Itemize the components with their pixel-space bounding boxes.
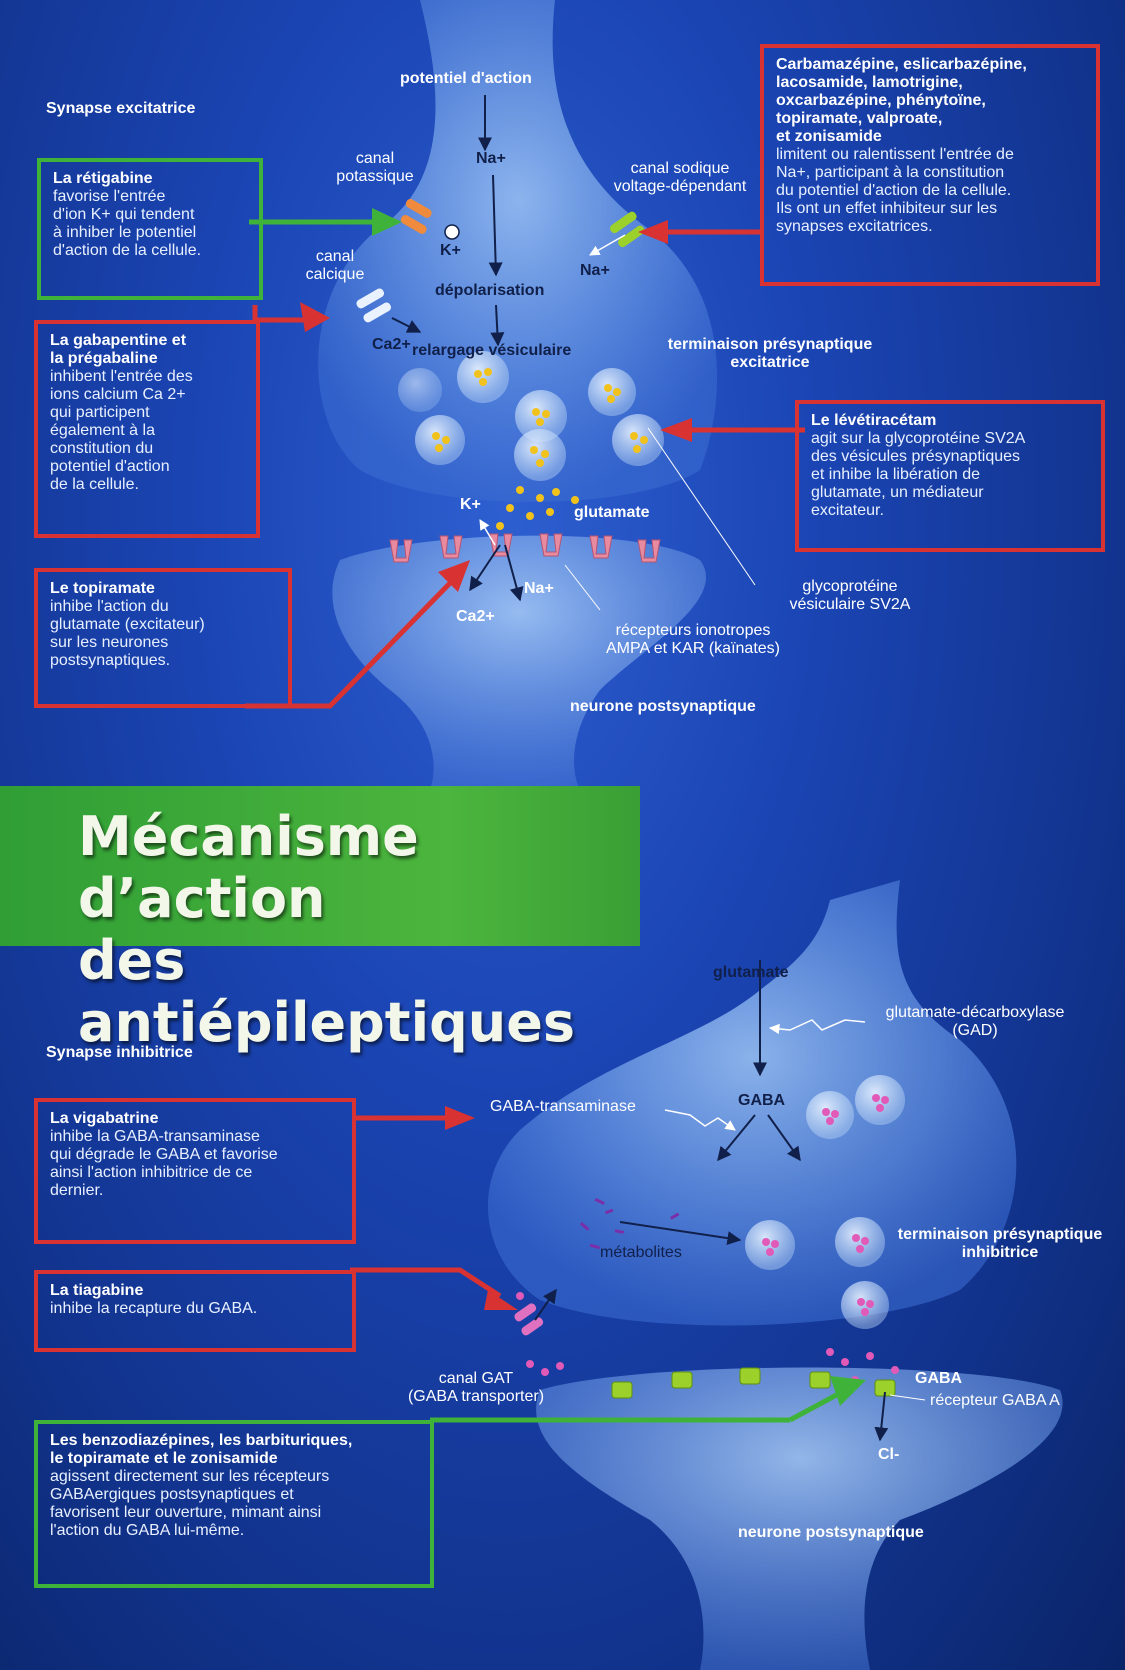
gat-channel (513, 1302, 545, 1337)
gaba-cleft-label: GABA (915, 1370, 962, 1388)
levetiracetam-title: Le lévétiracétam (811, 412, 1089, 430)
na-ion-label-2: Na+ (580, 262, 610, 280)
topiramate-text: inhibe l'action du glutamate (excitateur… (50, 598, 276, 670)
receptors-label: récepteurs ionotropes AMPA et KAR (kaïna… (568, 622, 818, 658)
benzodiazepines-text: agissent directement sur les récepteurs … (50, 1468, 418, 1540)
ca-ion-post-label: Ca2+ (456, 608, 495, 626)
excitatory-synapse-heading: Synapse excitatrice (46, 100, 195, 118)
na-ion-label: Na+ (476, 150, 506, 168)
glutamate-label: glutamate (574, 504, 650, 522)
gaba-transaminase-label: GABA-transaminase (490, 1098, 636, 1116)
retigabine-text: favorise l'entrée d'ion K+ qui tendent à… (53, 188, 247, 260)
page-title: Mécanisme d’action des antiépileptiques (78, 806, 658, 1054)
sodium-blockers-title: Carbamazépine, eslicarbazépine, lacosami… (776, 56, 1084, 146)
excitatory-postsynaptic-neuron-label: neurone postsynaptique (570, 698, 756, 716)
sodium-channel-label: canal sodique voltage-dépendant (590, 160, 770, 196)
topiramate-title: Le topiramate (50, 580, 276, 598)
topiramate-box: Le topiramate inhibe l'action du glutama… (34, 568, 292, 708)
calcium-channel-label: canal calcique (290, 248, 380, 284)
gad-label: glutamate-décarboxylase (GAD) (860, 1004, 1090, 1040)
inhibitory-glutamate-label: glutamate (713, 964, 789, 982)
excitatory-presynaptic-terminal-label: terminaison présynaptique excitatrice (650, 336, 890, 372)
k-ion-post-label: K+ (460, 496, 481, 514)
metabolites-label: métabolites (600, 1244, 682, 1262)
inhibitory-postsynaptic-neuron-label: neurone postsynaptique (738, 1524, 924, 1542)
gaba-a-receptor-label: récepteur GABA A (930, 1392, 1060, 1410)
gaba-top-label: GABA (738, 1092, 785, 1110)
vesicular-release-label: relargage vésiculaire (412, 342, 571, 360)
na-ion-post-label: Na+ (524, 580, 554, 598)
k-ion-label: K+ (440, 242, 461, 260)
benzodiazepines-title: Les benzodiazépines, les barbituriques, … (50, 1432, 418, 1468)
tiagabine-title: La tiagabine (50, 1282, 340, 1300)
levetiracetam-box: Le lévétiracétam agit sur la glycoprotéi… (795, 400, 1105, 552)
ca-ion-label: Ca2+ (372, 336, 411, 354)
retigabine-box: La rétigabine favorise l'entrée d'ion K+… (37, 158, 263, 300)
gabapentin-title: La gabapentine et la prégabaline (50, 332, 244, 368)
sodium-blockers-box: Carbamazépine, eslicarbazépine, lacosami… (760, 44, 1100, 286)
sodium-blockers-text: limitent ou ralentissent l'entrée de Na+… (776, 146, 1084, 236)
gat-channel-label: canal GAT (GABA transporter) (396, 1370, 556, 1406)
vigabatrin-title: La vigabatrine (50, 1110, 340, 1128)
benzodiazepines-box: Les benzodiazépines, les barbituriques, … (34, 1420, 434, 1588)
action-potential-label: potentiel d'action (400, 70, 532, 88)
levetiracetam-text: agit sur la glycoprotéine SV2A des vésic… (811, 430, 1089, 520)
potassium-channel-label: canal potassique (325, 150, 425, 186)
gabapentin-box: La gabapentine et la prégabaline inhiben… (34, 320, 260, 538)
vigabatrin-text: inhibe la GABA-transaminase qui dégrade … (50, 1128, 340, 1200)
gabapentin-text: inhibent l'entrée des ions calcium Ca 2+… (50, 368, 244, 494)
tiagabine-box: La tiagabine inhibe la recapture du GABA… (34, 1270, 356, 1352)
vigabatrin-box: La vigabatrine inhibe la GABA-transamina… (34, 1098, 356, 1244)
tiagabine-text: inhibe la recapture du GABA. (50, 1300, 340, 1318)
excitatory-postsynaptic-neuron (332, 536, 706, 790)
retigabine-title: La rétigabine (53, 170, 247, 188)
cl-ion-label: Cl- (878, 1446, 899, 1464)
sv2a-label: glycoprotéine vésiculaire SV2A (760, 578, 940, 614)
depolarisation-label: dépolarisation (435, 282, 544, 300)
inhibitory-presynaptic-terminal-label: terminaison présynaptique inhibitrice (890, 1226, 1110, 1262)
